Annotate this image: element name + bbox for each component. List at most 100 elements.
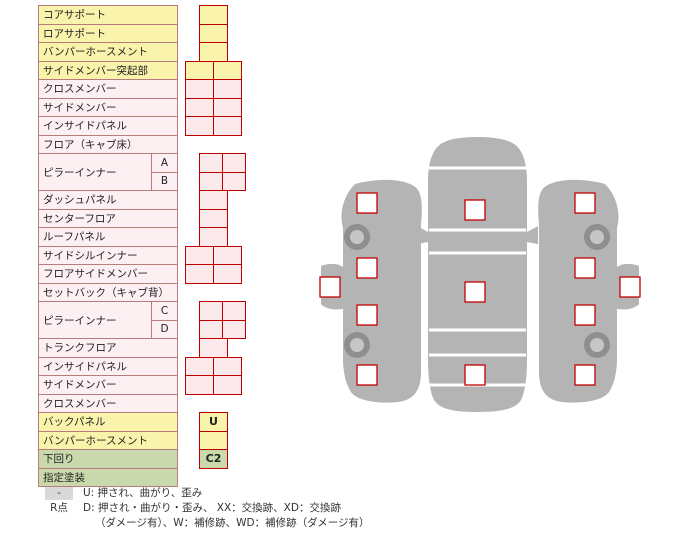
damage-marker[interactable] bbox=[464, 364, 486, 386]
damage-cell-group bbox=[185, 375, 242, 395]
damage-marker[interactable] bbox=[574, 364, 596, 386]
damage-marker[interactable] bbox=[356, 192, 378, 214]
wheel-hub-icon bbox=[590, 338, 604, 352]
damage-marker[interactable] bbox=[574, 192, 596, 214]
damage-cell[interactable] bbox=[213, 60, 242, 80]
damage-cell-group bbox=[199, 338, 228, 358]
table-row: 下回り C2 bbox=[38, 449, 250, 469]
damage-marker[interactable] bbox=[574, 257, 596, 279]
damage-cell[interactable] bbox=[213, 245, 242, 265]
damage-cell[interactable] bbox=[199, 430, 228, 450]
damage-cell[interactable] bbox=[222, 171, 246, 191]
table-row: トランクフロア bbox=[38, 338, 250, 358]
damage-cell[interactable] bbox=[199, 338, 228, 358]
part-label: サイドメンバー bbox=[38, 97, 178, 117]
table-row: ルーフパネル bbox=[38, 227, 250, 247]
table-row: バンパーホースメント bbox=[38, 430, 250, 450]
damage-cell[interactable] bbox=[185, 116, 214, 136]
damage-cell[interactable] bbox=[199, 153, 223, 173]
damage-cell[interactable] bbox=[199, 190, 228, 210]
damage-cell[interactable] bbox=[185, 264, 214, 284]
legend-text-u: U: 押され、曲がり、歪み bbox=[83, 487, 203, 499]
wheel-hub-icon bbox=[350, 338, 364, 352]
damage-cell[interactable] bbox=[185, 97, 214, 117]
damage-cell[interactable]: U bbox=[199, 412, 228, 432]
table-row: サイドメンバー bbox=[38, 97, 250, 117]
parts-table: コアサポート ロアサポート バンパーホースメント サイドメンバー突起部 bbox=[38, 5, 250, 487]
table-row: クロスメンバー bbox=[38, 393, 250, 413]
damage-cell[interactable] bbox=[213, 116, 242, 136]
damage-cell[interactable] bbox=[199, 208, 228, 228]
damage-cell[interactable] bbox=[185, 356, 214, 376]
damage-cell-group bbox=[185, 79, 242, 99]
part-label: ピラーインナー bbox=[38, 153, 152, 191]
damage-marker[interactable] bbox=[574, 304, 596, 326]
table-row: センターフロア bbox=[38, 208, 250, 228]
damage-cell[interactable] bbox=[199, 227, 228, 247]
damage-cell-group bbox=[199, 23, 228, 43]
damage-marker[interactable] bbox=[356, 257, 378, 279]
damage-cell-group bbox=[185, 356, 242, 376]
damage-cell[interactable] bbox=[185, 245, 214, 265]
damage-cell[interactable] bbox=[185, 79, 214, 99]
damage-cell[interactable] bbox=[213, 97, 242, 117]
damage-marker[interactable] bbox=[464, 281, 486, 303]
damage-cell[interactable] bbox=[185, 60, 214, 80]
damage-cell-group bbox=[199, 208, 228, 228]
part-label: クロスメンバー bbox=[38, 79, 178, 99]
part-label: ルーフパネル bbox=[38, 227, 178, 247]
car-diagram-svg bbox=[319, 137, 641, 412]
damage-cell[interactable] bbox=[199, 5, 228, 25]
damage-markers bbox=[319, 192, 641, 386]
table-rowgroup-pillar-inner-ab: ピラーインナー A B bbox=[38, 153, 250, 191]
part-label: センターフロア bbox=[38, 208, 178, 228]
damage-cell[interactable] bbox=[222, 153, 246, 173]
table-row: フロアサイドメンバー bbox=[38, 264, 250, 284]
damage-cell[interactable] bbox=[199, 319, 223, 339]
damage-cell[interactable] bbox=[199, 301, 223, 321]
damage-cell[interactable] bbox=[213, 79, 242, 99]
table-rowgroup-pillar-inner-cd: ピラーインナー C D bbox=[38, 301, 250, 339]
table-row: バックパネル U bbox=[38, 412, 250, 432]
table-row: フロア（キャブ床） bbox=[38, 134, 250, 154]
damage-cell-group bbox=[185, 116, 242, 136]
damage-cell[interactable] bbox=[213, 375, 242, 395]
damage-cell[interactable] bbox=[199, 42, 228, 62]
damage-cell[interactable] bbox=[213, 264, 242, 284]
part-label: 指定塗装 bbox=[38, 467, 178, 487]
part-label: バックパネル bbox=[38, 412, 178, 432]
part-label: トランクフロア bbox=[38, 338, 178, 358]
damage-cell-group bbox=[185, 97, 242, 117]
part-label: フロア（キャブ床） bbox=[38, 134, 178, 154]
legend-text-wrap: （ダメージ有）、W：補修跡、WD：補修跡（ダメージ有） bbox=[95, 517, 370, 529]
damage-cell[interactable] bbox=[213, 356, 242, 376]
pillar-sub-label: D bbox=[151, 319, 178, 339]
table-row: インサイドパネル bbox=[38, 356, 250, 376]
damage-marker[interactable] bbox=[356, 364, 378, 386]
part-label: サイドメンバー突起部 bbox=[38, 60, 178, 80]
damage-marker[interactable] bbox=[356, 304, 378, 326]
damage-cell[interactable] bbox=[185, 375, 214, 395]
damage-marker[interactable] bbox=[619, 276, 641, 298]
part-label: サイドシルインナー bbox=[38, 245, 178, 265]
pillar-sub-column: A B bbox=[151, 153, 178, 191]
top-view-right-mirror-icon bbox=[527, 226, 538, 244]
damage-cell-group bbox=[199, 301, 246, 321]
part-label: ロアサポート bbox=[38, 23, 178, 43]
table-row: ダッシュパネル bbox=[38, 190, 250, 210]
table-row: サイドシルインナー bbox=[38, 245, 250, 265]
legend-text-d: D: 押され・曲がり・歪み、 XX：交換跡、XD：交換跡 bbox=[83, 502, 341, 514]
damage-cell-group bbox=[185, 60, 242, 80]
legend-row: - U: 押され、曲がり、歪み bbox=[45, 487, 370, 500]
damage-cell[interactable] bbox=[222, 319, 246, 339]
part-label: コアサポート bbox=[38, 5, 178, 25]
damage-cell-group bbox=[185, 245, 242, 265]
damage-cell[interactable] bbox=[199, 23, 228, 43]
damage-cell[interactable] bbox=[199, 171, 223, 191]
damage-marker[interactable] bbox=[319, 276, 341, 298]
part-label: セットバック（キャブ背） bbox=[38, 282, 178, 302]
damage-cell[interactable] bbox=[222, 301, 246, 321]
part-label: インサイドパネル bbox=[38, 356, 178, 376]
damage-cell[interactable]: C2 bbox=[199, 449, 228, 469]
damage-marker[interactable] bbox=[464, 199, 486, 221]
